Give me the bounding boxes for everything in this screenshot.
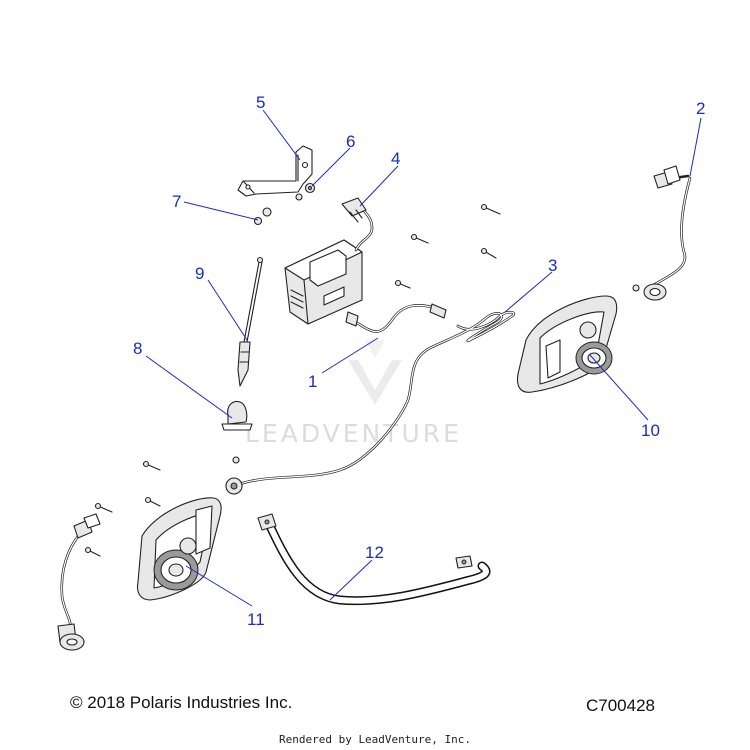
- leader-5: [262, 109, 301, 161]
- leadventure-watermark: LEADVENTURE: [245, 340, 462, 448]
- part-bracket: [237, 145, 313, 197]
- callout-labels: 1 2 3 4 5 6 7 8 9 10 11 12: [133, 93, 705, 629]
- part-radio-module: [284, 197, 374, 325]
- callout-12: 12: [365, 543, 384, 562]
- leader-6: [311, 147, 351, 187]
- leader-10: [589, 354, 649, 421]
- part-nut-7: [253, 207, 272, 226]
- callout-7: 7: [172, 192, 181, 211]
- callout-9: 9: [195, 264, 204, 283]
- callout-3: 3: [548, 256, 557, 275]
- watermark-brand-text: LEADVENTURE: [245, 419, 462, 448]
- part-long-harness: [225, 310, 516, 495]
- callout-6: 6: [346, 132, 355, 151]
- callout-1: 1: [308, 372, 317, 391]
- part-speaker-harness-left: [57, 513, 101, 651]
- part-speaker-pod-right: [516, 295, 618, 393]
- leader-9: [207, 279, 248, 341]
- part-screws-lower: [84, 460, 161, 557]
- rendered-by-credit: Rendered by LeadVenture, Inc.: [278, 733, 472, 746]
- leader-3: [504, 271, 553, 313]
- callout-8: 8: [133, 339, 142, 358]
- leader-7: [183, 201, 259, 221]
- part-screws-upper: [394, 203, 501, 289]
- part-antenna-cable: [345, 303, 447, 333]
- leader-4: [359, 165, 399, 207]
- copyright-notice: © 2018 Polaris Industries Inc.: [70, 693, 293, 712]
- part-ground-strap: [257, 513, 491, 606]
- part-speaker-pod-left: [136, 497, 222, 601]
- callout-10: 10: [641, 421, 660, 440]
- leader-11: [185, 565, 253, 607]
- part-speaker-harness-right: [632, 165, 692, 301]
- leader-12: [329, 559, 373, 601]
- part-antenna-mast: [237, 256, 264, 387]
- leader-2: [689, 117, 702, 177]
- callout-11: 11: [247, 610, 265, 629]
- part-small-nut: [295, 193, 303, 201]
- callout-2: 2: [696, 99, 705, 118]
- callout-5: 5: [256, 93, 265, 112]
- watermark-logo: [348, 340, 402, 405]
- drawing-number: C700428: [586, 696, 656, 715]
- callout-4: 4: [391, 149, 400, 168]
- part-antenna-base: [221, 400, 253, 431]
- leader-8: [145, 355, 233, 419]
- leader-1: [321, 337, 379, 374]
- callout-leaders: [145, 109, 702, 607]
